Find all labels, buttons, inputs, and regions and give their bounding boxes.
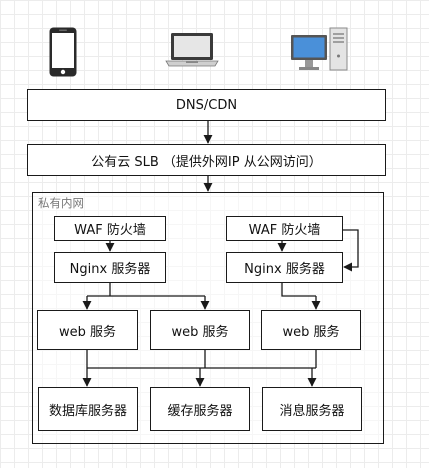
line-nginx1-fanout <box>87 283 205 297</box>
nginx-server-box-right: Nginx 服务器 <box>226 252 343 283</box>
smartphone-icon <box>49 27 77 77</box>
message-server-box: 消息服务器 <box>262 387 362 431</box>
database-server-box: 数据库服务器 <box>38 387 138 431</box>
web-service-box-2: web 服务 <box>150 310 250 350</box>
laptop-icon <box>165 33 219 67</box>
private-network-label: 私有内网 <box>38 196 84 210</box>
web-service-label: web 服务 <box>58 324 116 340</box>
web-service-label: web 服务 <box>171 324 229 340</box>
waf-firewall-box-left: WAF 防火墙 <box>54 216 166 241</box>
waf-firewall-box-right: WAF 防火墙 <box>226 216 343 241</box>
nginx-server-label: Nginx 服务器 <box>69 262 151 277</box>
nginx-server-box-left: Nginx 服务器 <box>54 252 166 283</box>
web-service-box-1: web 服务 <box>37 310 138 350</box>
cache-server-label: 缓存服务器 <box>167 403 233 419</box>
cache-server-box: 缓存服务器 <box>150 387 250 431</box>
line-nginx2-to-web3 <box>281 283 316 297</box>
web-service-label: web 服务 <box>282 324 340 340</box>
dns-cdn-box: DNS/CDN <box>27 89 386 121</box>
database-server-label: 数据库服务器 <box>48 403 127 419</box>
dns-cdn-label: DNS/CDN <box>175 97 238 113</box>
waf-firewall-label: WAF 防火墙 <box>248 223 321 238</box>
web-service-box-3: web 服务 <box>261 310 361 350</box>
slb-label: 公有云 SLB （提供外网IP 从公网访问） <box>91 154 322 170</box>
message-server-label: 消息服务器 <box>279 403 345 419</box>
waf-firewall-label: WAF 防火墙 <box>74 223 146 238</box>
arrow-waf2-side-to-nginx2 <box>343 229 359 272</box>
nginx-server-label: Nginx 服务器 <box>244 262 325 277</box>
desktop-computer-icon <box>291 27 348 71</box>
slb-box: 公有云 SLB （提供外网IP 从公网访问） <box>27 144 386 176</box>
